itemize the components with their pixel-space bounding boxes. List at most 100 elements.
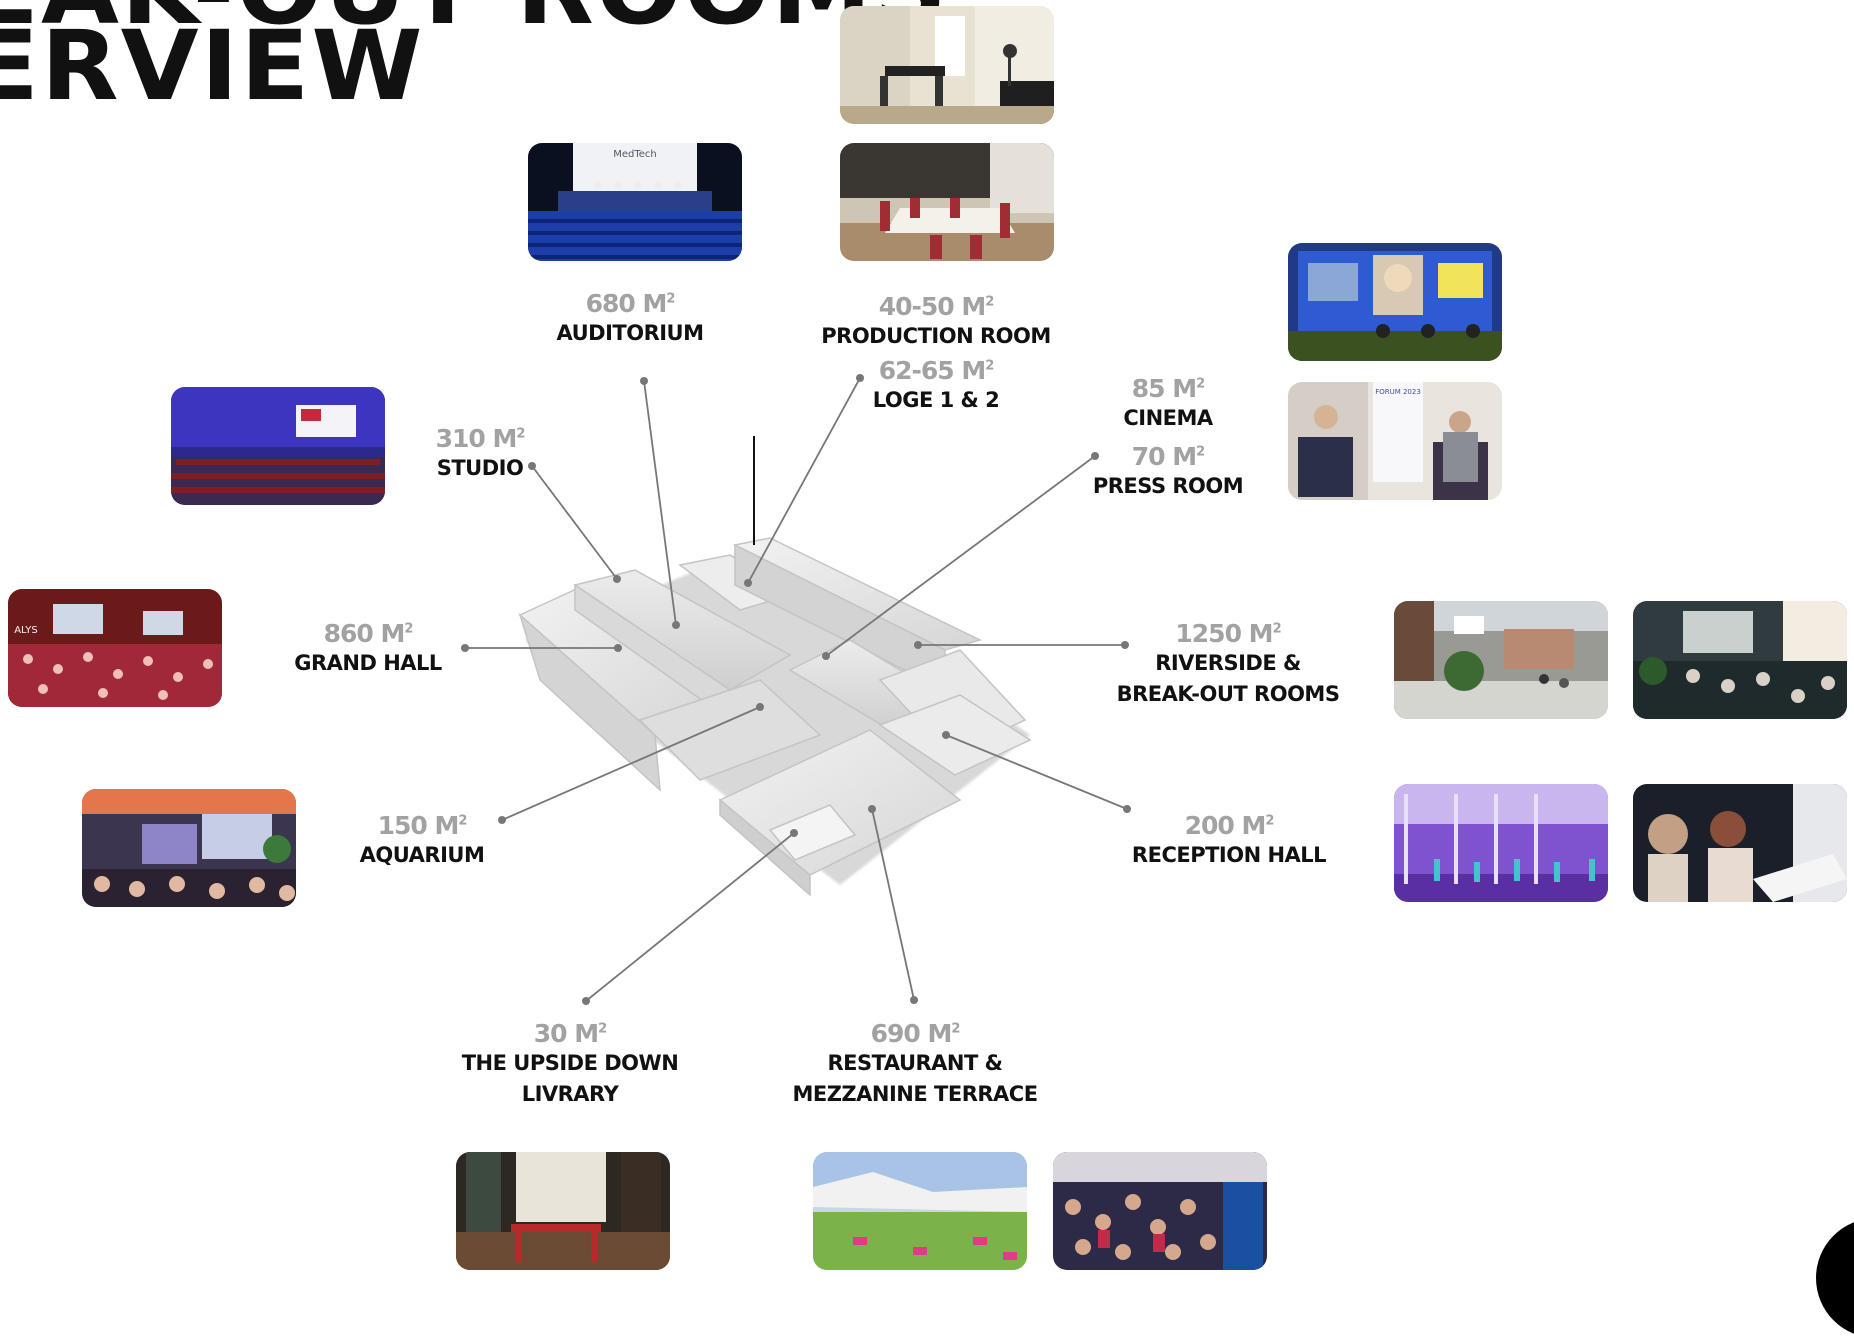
name-restaurant-line-1: RESTAURANT & — [827, 1050, 1003, 1075]
photo-studio — [171, 387, 385, 505]
floorplan-diagram — [461, 374, 1131, 1005]
grand-hall-wall-logo: ALYS — [14, 625, 38, 636]
leader-line-auditorium — [643, 380, 677, 626]
area-auditorium: 680 M — [585, 289, 668, 318]
area-loge: 62-65 M — [878, 356, 987, 385]
label-production-room: 40-50 M2 PRODUCTION ROOM — [821, 292, 1051, 352]
press-banner-text: FORUM 2023 — [1375, 388, 1421, 396]
name-production-room: PRODUCTION ROOM — [821, 323, 1051, 348]
leader-dot-aquarium-building — [756, 703, 764, 711]
area-unit-sup: 2 — [1265, 813, 1274, 829]
photo-press-room: FORUM 2023 — [1288, 382, 1502, 500]
area-unit-sup: 2 — [985, 294, 994, 310]
area-aquarium: 150 M — [377, 811, 460, 840]
leader-dot-library-building — [790, 829, 798, 837]
area-unit-sup: 2 — [951, 1021, 960, 1037]
label-studio: 310 M2 STUDIO — [435, 424, 526, 484]
leader-dot-auditorium-label — [640, 377, 648, 385]
label-aquarium: 150 M2 AQUARIUM — [360, 812, 485, 871]
leader-lines — [461, 374, 1131, 1005]
area-reception-hall: 200 M — [1184, 811, 1267, 840]
area-unit-sup: 2 — [516, 426, 525, 442]
leader-dot-cinema-press-building — [822, 652, 830, 660]
leader-line-reception — [945, 734, 1128, 810]
area-unit-sup: 2 — [1196, 376, 1205, 392]
leader-dot-reception-building — [942, 731, 950, 739]
photo-aquarium — [82, 789, 296, 907]
area-studio: 310 M — [435, 424, 518, 453]
area-grand-hall: 860 M — [323, 619, 406, 648]
area-unit-sup: 2 — [598, 1021, 607, 1037]
leader-dot-auditorium-building — [672, 621, 680, 629]
label-reception-hall: 200 M2 RECEPTION HALL — [1131, 811, 1327, 871]
label-restaurant: 690 M2 RESTAURANT & MEZZANINE TERRACE — [792, 1019, 1038, 1111]
name-loge: LOGE 1 & 2 — [872, 387, 1000, 412]
label-library: 30 M2 THE UPSIDE DOWN LIVRARY — [462, 1020, 679, 1111]
leader-dot-library-label — [582, 997, 590, 1005]
page-title-line-2: ERVIEW — [0, 10, 425, 122]
leader-dot-loge-building — [744, 579, 752, 587]
area-unit-sup: 2 — [666, 291, 675, 307]
building-model — [518, 537, 1032, 897]
name-studio: STUDIO — [436, 455, 524, 480]
photo-production-1 — [840, 6, 1054, 124]
photo-reception-2 — [1633, 784, 1847, 902]
name-riverside-line-2: BREAK-OUT ROOMS — [1116, 682, 1340, 706]
area-restaurant: 690 M — [870, 1019, 953, 1048]
area-library: 30 M — [533, 1019, 599, 1048]
leader-line-aquarium — [501, 706, 761, 821]
area-riverside: 1250 M — [1175, 619, 1273, 648]
leader-dot-grandhall-label — [461, 644, 469, 652]
leader-dot-studio-label — [528, 462, 536, 470]
photo-cinema — [1288, 243, 1502, 361]
leader-line-loge — [747, 377, 861, 584]
leader-dot-aquarium-label — [498, 816, 506, 824]
leader-dot-riverside-label — [1121, 641, 1129, 649]
photo-auditorium: MedTech — [528, 143, 742, 261]
area-production-room: 40-50 M — [878, 292, 987, 321]
name-reception-hall: RECEPTION HALL — [1131, 842, 1327, 867]
photo-riverside-2 — [1633, 601, 1847, 719]
leader-dot-riverside-building — [914, 641, 922, 649]
photo-restaurant-1 — [813, 1152, 1027, 1270]
leader-dot-reception-label — [1123, 805, 1131, 813]
leader-dot-cinema-press-label — [1091, 452, 1099, 460]
page-title-line-1: EAK-OUT ROOMS — [0, 0, 949, 38]
leader-dot-restaurant-label — [910, 996, 918, 1004]
name-auditorium: AUDITORIUM — [556, 320, 704, 345]
label-cinema: 85 M2 CINEMA — [1123, 374, 1213, 434]
area-press-room: 70 M — [1131, 442, 1197, 471]
photo-riverside-1 — [1394, 601, 1608, 719]
name-press-room: PRESS ROOM — [1092, 473, 1244, 498]
area-unit-sup: 2 — [1272, 621, 1282, 637]
photo-production-2 — [840, 143, 1054, 261]
area-unit-sup: 2 — [1196, 444, 1205, 460]
leader-dot-loge-label — [856, 374, 864, 382]
label-riverside: 1250 M2 RIVERSIDE & BREAK-OUT ROOMS — [1117, 620, 1340, 711]
photo-restaurant-2 — [1053, 1152, 1267, 1270]
leader-line-restaurant — [871, 808, 915, 1001]
area-unit-sup: 2 — [458, 813, 467, 829]
photo-library — [456, 1152, 670, 1270]
name-cinema: CINEMA — [1123, 405, 1213, 430]
label-grand-hall: 860 M2 GRAND HALL — [294, 620, 442, 679]
leader-dot-studio-building — [613, 575, 621, 583]
name-aquarium: AQUARIUM — [359, 842, 485, 867]
photo-grand-hall: ALYS — [8, 589, 222, 707]
leader-line-library — [585, 832, 795, 1002]
name-library-line-2: LIVRARY — [521, 1082, 619, 1106]
area-cinema: 85 M — [1131, 374, 1197, 403]
label-loge: 62-65 M2 LOGE 1 & 2 — [873, 357, 1000, 416]
leader-line-studio — [531, 465, 618, 580]
leader-dot-grandhall-building — [614, 644, 622, 652]
area-unit-sup: 2 — [985, 358, 994, 374]
name-library-line-1: THE UPSIDE DOWN — [461, 1050, 679, 1075]
photo-reception-1 — [1394, 784, 1608, 902]
name-riverside-line-1: RIVERSIDE & — [1155, 650, 1301, 675]
label-auditorium: 680 M2 AUDITORIUM — [556, 289, 704, 349]
leader-line-cinema-press — [825, 455, 1096, 657]
auditorium-screen-logo: MedTech — [613, 149, 657, 160]
name-restaurant-line-2: MEZZANINE TERRACE — [792, 1082, 1038, 1106]
area-unit-sup: 2 — [404, 621, 413, 637]
name-grand-hall: GRAND HALL — [294, 650, 442, 675]
